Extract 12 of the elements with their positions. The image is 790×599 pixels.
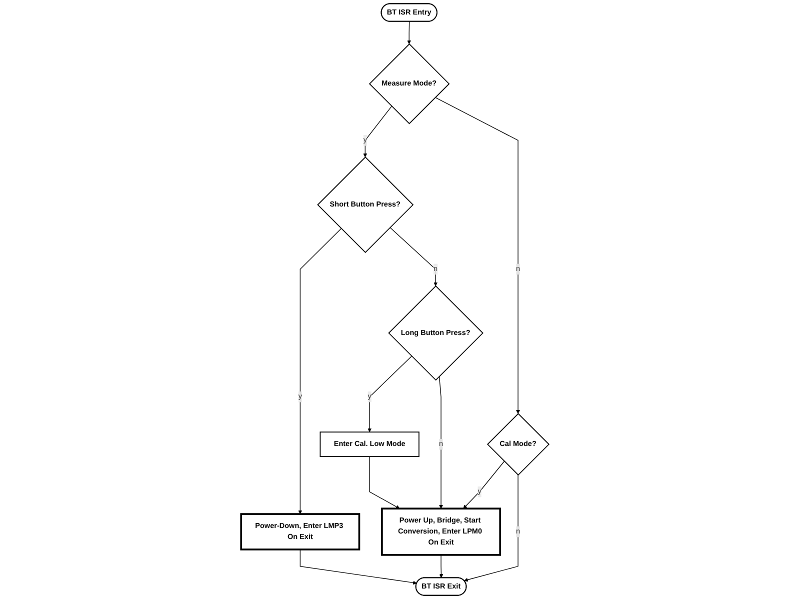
arrow xyxy=(300,549,417,585)
arrow xyxy=(298,228,342,514)
arrow xyxy=(363,106,392,158)
arrow xyxy=(439,554,444,578)
arrow xyxy=(463,460,505,509)
arrow xyxy=(434,97,520,414)
arrow xyxy=(369,456,400,509)
arrow xyxy=(464,474,518,582)
arrow xyxy=(438,376,444,509)
arrow xyxy=(390,227,438,286)
arrow xyxy=(407,21,412,44)
arrow xyxy=(368,356,412,432)
